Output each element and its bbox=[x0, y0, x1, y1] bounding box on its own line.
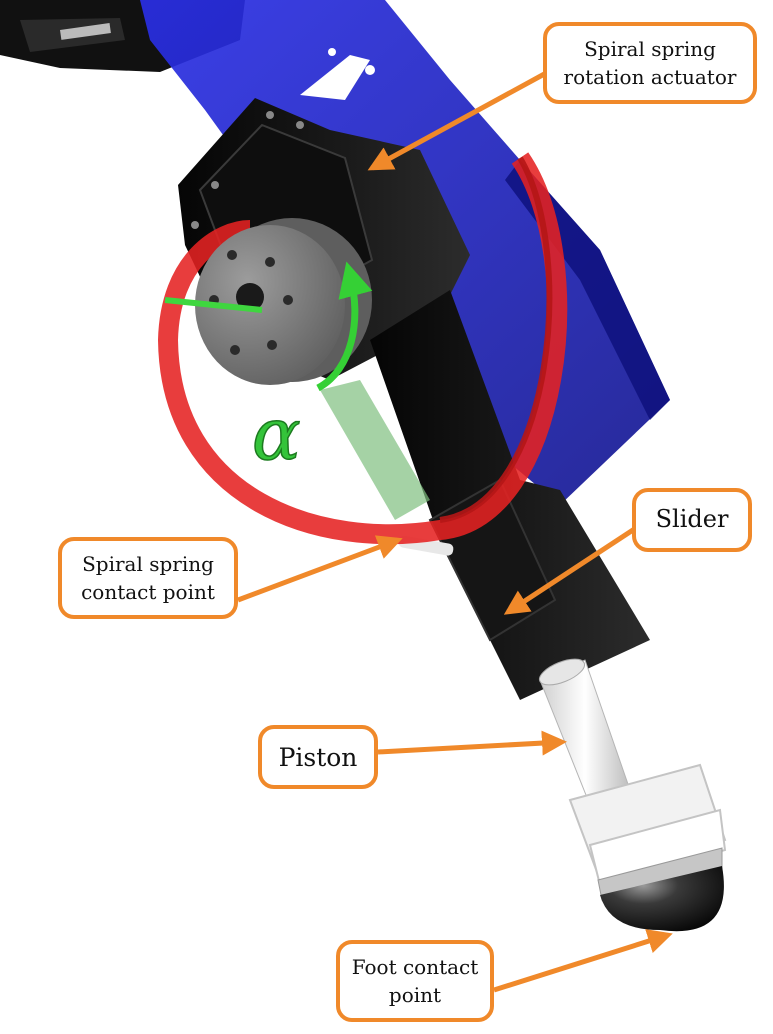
callout-slider: Slider bbox=[632, 488, 752, 552]
callout-spring-contact: Spiral spring contact point bbox=[58, 537, 238, 619]
callout-actuator-text: Spiral spring rotation actuator bbox=[563, 37, 737, 89]
callout-foot-contact-text: Foot contact point bbox=[351, 955, 479, 1007]
callout-piston-text: Piston bbox=[278, 742, 358, 772]
foot bbox=[568, 763, 727, 932]
rotation-axis bbox=[164, 261, 373, 392]
callout-spring-contact-text: Spiral spring contact point bbox=[81, 552, 215, 604]
arrow-piston bbox=[377, 730, 567, 756]
arrow-actuator bbox=[367, 69, 550, 171]
angle-alpha-label: α bbox=[251, 392, 301, 476]
callout-slider-text: Slider bbox=[655, 505, 729, 534]
arrow-foot bbox=[493, 929, 673, 993]
callout-piston: Piston bbox=[258, 725, 378, 789]
callout-actuator: Spiral spring rotation actuator bbox=[543, 22, 757, 104]
hub bbox=[195, 218, 372, 385]
spiral-spring bbox=[157, 152, 568, 545]
arrow-contact bbox=[237, 535, 403, 603]
callout-arrows bbox=[237, 69, 673, 993]
piston bbox=[538, 658, 631, 806]
callout-foot-contact: Foot contact point bbox=[336, 940, 494, 1022]
arrow-slider bbox=[503, 525, 638, 615]
